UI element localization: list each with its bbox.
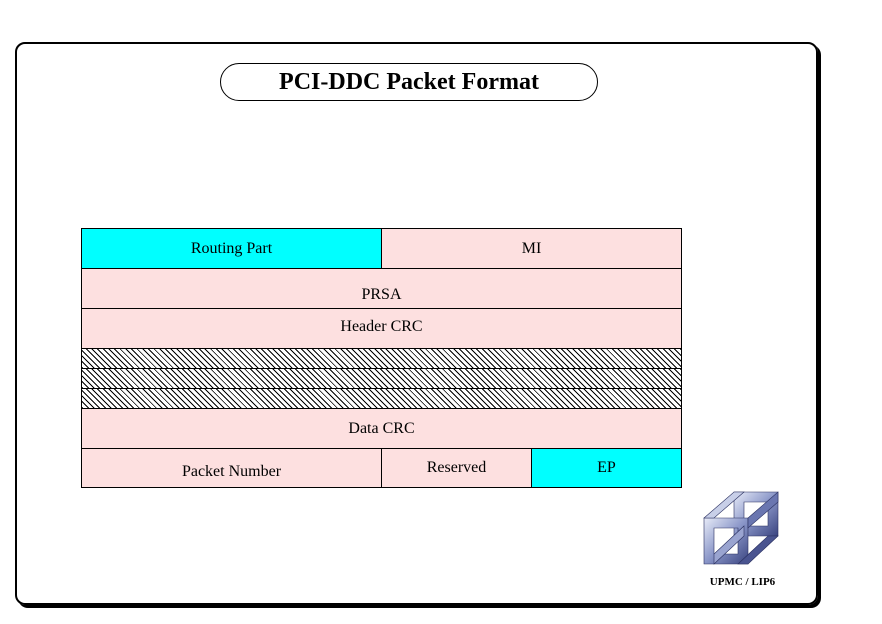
field-packet-number: Packet Number: [82, 449, 382, 487]
field-data-3: [82, 389, 681, 409]
field-data-crc-label: Data CRC: [348, 419, 415, 437]
field-data-1: [82, 349, 681, 369]
logo-caption: UPMC / LIP6: [709, 576, 776, 588]
field-prsa: PRSA: [82, 269, 681, 309]
packet-format-diagram: Routing Part MI PRSA Header CRC Data CRC…: [81, 228, 682, 488]
field-mi: MI: [382, 229, 681, 269]
field-packet-number-label: Packet Number: [181, 463, 282, 480]
field-header-crc: Header CRC: [82, 309, 681, 349]
field-data-crc: Data CRC: [82, 409, 681, 449]
field-reserved-label: Reserved: [426, 459, 487, 476]
slide-frame: [15, 42, 818, 605]
field-prsa-label: PRSA: [361, 285, 402, 303]
field-routing-part-label: Routing Part: [190, 239, 273, 257]
field-header-crc-label: Header CRC: [340, 317, 423, 335]
field-mi-label: MI: [521, 239, 542, 257]
field-reserved: Reserved: [382, 449, 532, 487]
field-ep: EP: [532, 449, 681, 487]
field-ep-label: EP: [597, 459, 616, 476]
field-routing-part: Routing Part: [82, 229, 382, 269]
upmc-lip6-cube-logo-icon: [703, 491, 779, 565]
slide-title: PCI-DDC Packet Format: [220, 63, 598, 101]
slide-title-text: PCI-DDC Packet Format: [279, 68, 539, 95]
field-data-2: [82, 369, 681, 389]
